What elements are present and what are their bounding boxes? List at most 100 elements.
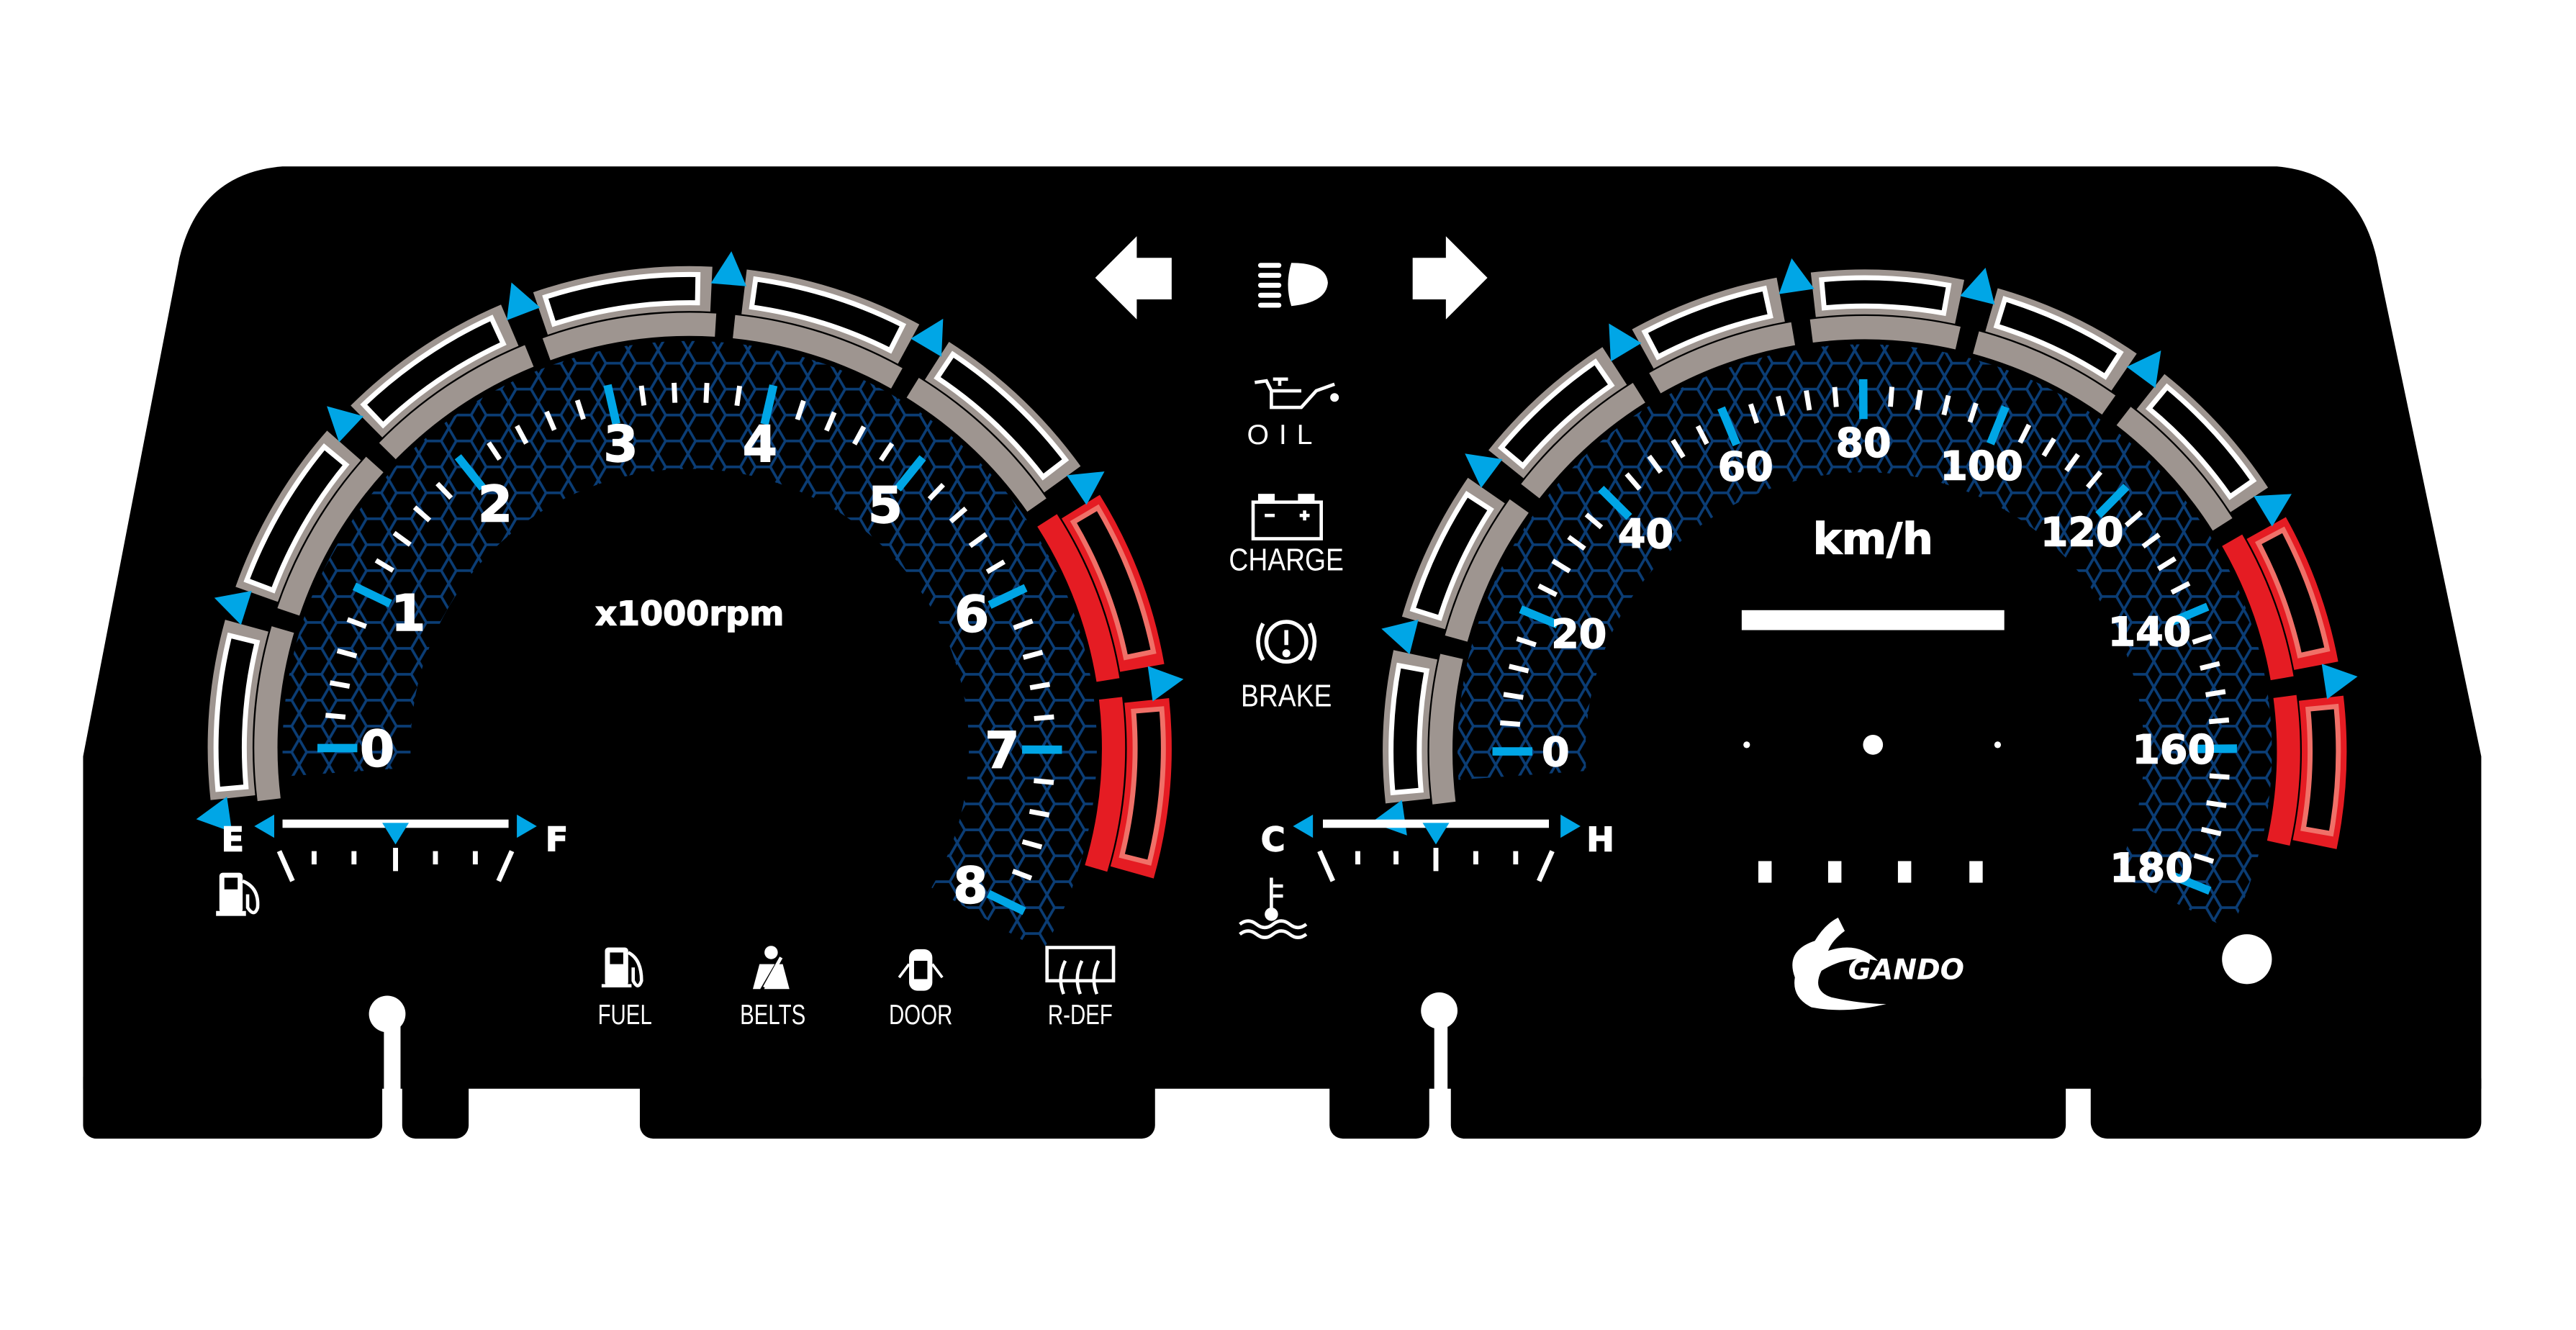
high-beam-icon (1257, 263, 1328, 308)
hex-pattern-band (282, 340, 1097, 952)
ring-segment (1973, 331, 2116, 415)
ring-segment-window (2300, 703, 2341, 837)
redline-segment (1037, 514, 1120, 682)
blue-marker-icon (2254, 494, 2292, 527)
logo-text: GANDO (1848, 954, 1964, 986)
blue-marker-icon (710, 251, 747, 286)
major-tick (454, 454, 487, 491)
speedometer-indicator-dots (1743, 734, 2002, 883)
minor-tick (1832, 386, 1839, 407)
scale-label: 180 (2110, 846, 2193, 892)
minor-tick (1503, 692, 1524, 700)
fuel-full-label: F (546, 820, 569, 859)
minor-tick (2041, 437, 2056, 458)
blue-marker-icon (507, 282, 541, 320)
minor-tick (412, 505, 432, 522)
minor-tick (824, 411, 837, 432)
minor-tick (1647, 454, 1663, 474)
blue-marker-icon (1147, 666, 1184, 702)
oil-pressure-icon (1254, 377, 1339, 410)
minor-tick (927, 483, 945, 501)
hex-pattern-band (1458, 344, 2272, 931)
minor-tick (949, 506, 968, 524)
charge-label: CHARGE (1229, 542, 1344, 578)
scale-label: 8 (953, 858, 988, 915)
major-tick (760, 384, 778, 425)
ring-segment-window (1388, 662, 1430, 796)
minor-tick (1567, 535, 1586, 551)
ring-segment (1809, 316, 1961, 350)
ring-segment-window (2254, 526, 2331, 659)
minor-tick (435, 481, 453, 500)
minor-tick (852, 425, 867, 445)
minor-tick (336, 648, 358, 659)
major-tick (1519, 605, 1560, 629)
scale-label: 40 (1618, 512, 1673, 558)
scale-label: 6 (954, 587, 989, 644)
ring-segment-window (1641, 285, 1773, 361)
major-tick (2095, 484, 2130, 518)
scale-label: 100 (1940, 443, 2023, 489)
minor-tick (795, 399, 806, 421)
ring-segment-window (2145, 383, 2257, 500)
mounting-holes (369, 934, 2272, 1147)
minor-tick (1500, 720, 1521, 727)
blue-marker-icon (2321, 664, 2358, 700)
ring-segment-window (542, 271, 701, 327)
minor-tick (2193, 853, 2215, 864)
major-tick (2171, 872, 2212, 895)
ring-segment (1429, 653, 1463, 805)
ring-segment-window (213, 632, 261, 792)
minor-tick (1034, 778, 1054, 785)
minor-tick (672, 382, 678, 403)
temp-cold-label: C (1261, 820, 1285, 859)
ring-segment (2116, 407, 2233, 531)
minor-tick (1029, 808, 1050, 818)
minor-tick (1022, 649, 1044, 660)
blue-marker-icon (1381, 620, 1419, 655)
scale-label: 140 (2108, 610, 2192, 656)
minor-tick (329, 680, 351, 689)
minor-tick (2205, 689, 2226, 697)
minor-tick (985, 559, 1006, 574)
gecko-logo-icon (1792, 917, 1886, 1010)
minor-tick (2170, 581, 2191, 595)
major-tick (603, 384, 620, 425)
ring-segment (277, 456, 384, 616)
temperature-gauge: C H (1239, 814, 1615, 939)
oil-label: OIL (1247, 419, 1322, 451)
scale-label: 1 (391, 585, 425, 643)
fuel-empty-label: E (221, 820, 244, 859)
minor-tick (2192, 633, 2213, 645)
blue-marker-icon (1609, 323, 1642, 362)
battery-icon (1251, 494, 1323, 540)
fuel-gauge: E F (216, 814, 569, 916)
minor-tick (487, 441, 502, 461)
scale-label: 120 (2041, 510, 2124, 556)
major-tick (986, 890, 1026, 915)
minor-tick (968, 532, 988, 548)
ring-segment (906, 378, 1047, 512)
minor-tick (2200, 661, 2220, 671)
scale-label: 5 (868, 477, 903, 535)
brake-warning-icon (1256, 620, 1317, 664)
minor-tick (392, 530, 412, 547)
minor-tick (2206, 800, 2227, 808)
scale-label: 2 (478, 476, 512, 534)
minor-tick (1551, 558, 1571, 574)
redline-segment (2222, 534, 2294, 681)
scale-label: 3 (603, 416, 638, 474)
minor-tick (1029, 682, 1051, 691)
scale-label: 0 (360, 720, 394, 778)
panel-bottom-tabs (83, 1064, 2482, 1139)
minor-tick (1021, 839, 1043, 850)
blue-marker-icon (327, 406, 364, 443)
blue-marker-icon (1960, 268, 1995, 305)
ring-segment-window (1497, 358, 1615, 470)
belts-label: BELTS (740, 1000, 805, 1031)
ring-segment-window (749, 276, 907, 354)
ring-segment (254, 626, 294, 802)
redline-segment (1085, 697, 1126, 872)
blue-marker-icon (910, 318, 944, 357)
